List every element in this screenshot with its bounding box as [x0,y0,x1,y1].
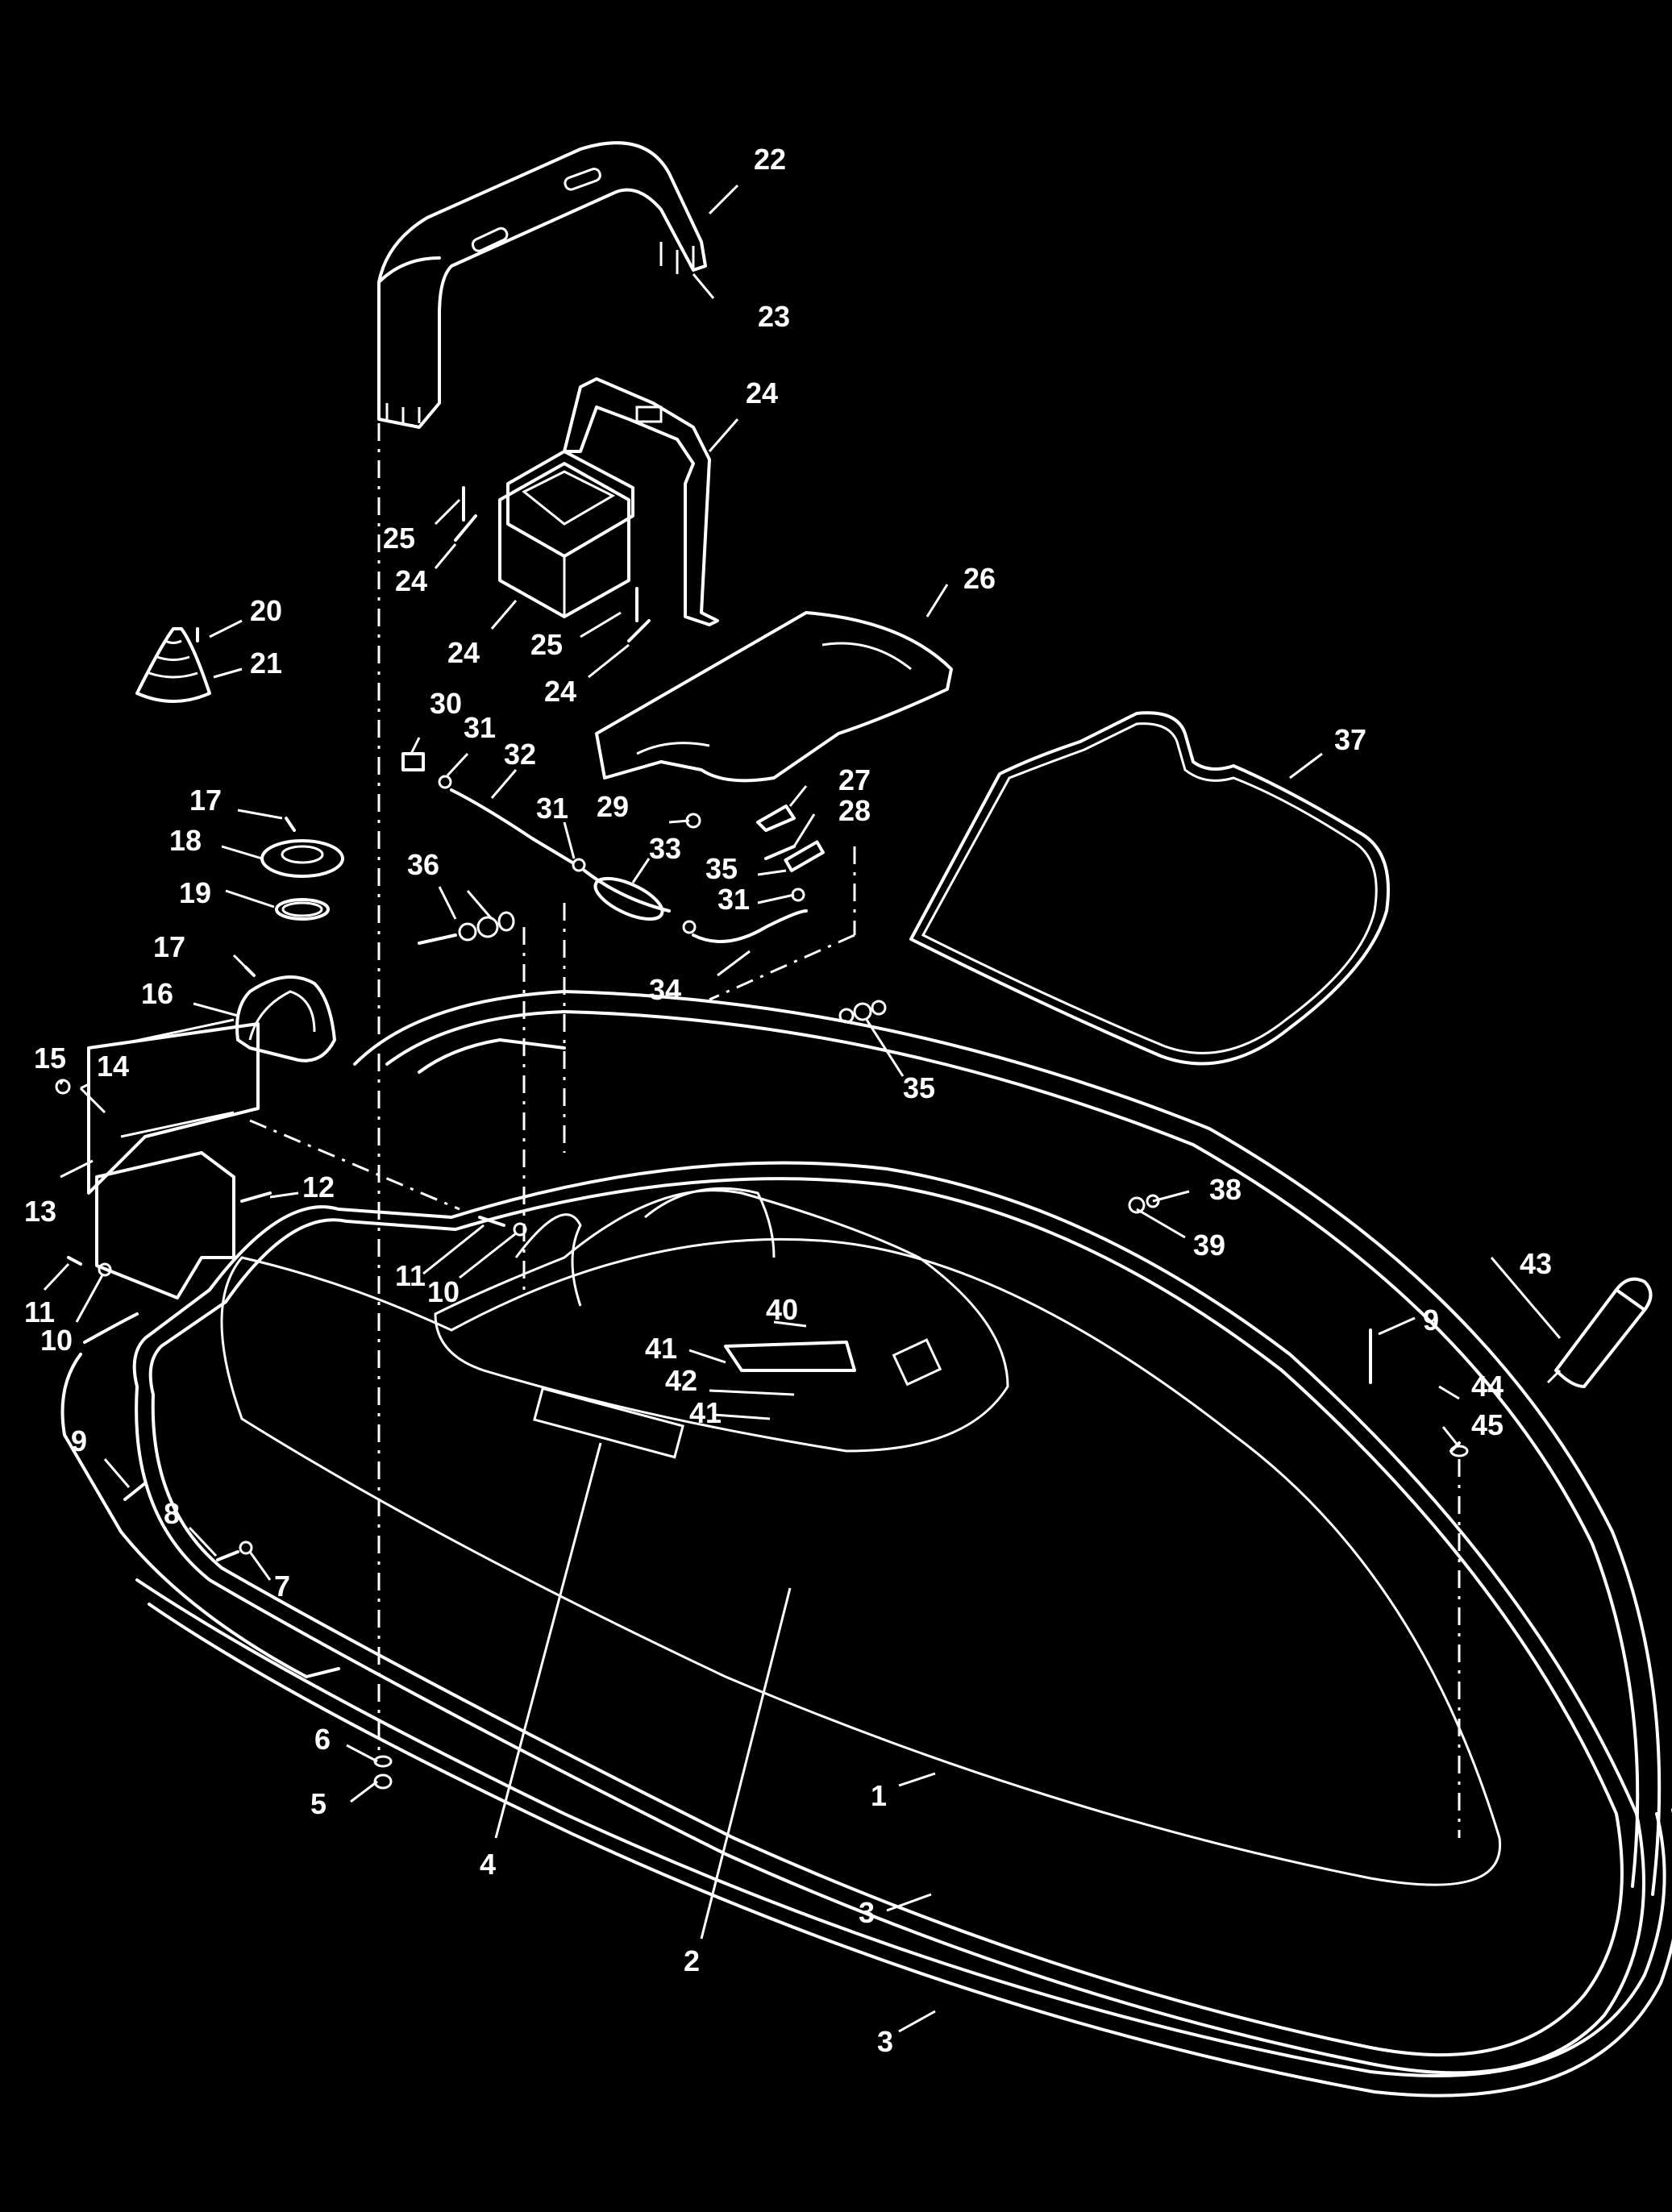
steering-boot-part [135,627,211,703]
sealant-tube-part [1546,1277,1653,1388]
callout-1: 1 [871,1779,887,1812]
callout-32: 32 [504,738,536,771]
hull-body-part [60,990,1672,2098]
callout-17: 17 [153,930,185,963]
callout-5: 5 [310,1787,326,1820]
assembly-dashed-lines [249,423,1461,1838]
callout-33: 33 [649,832,681,865]
callout-16: 16 [141,977,173,1010]
callout-10: 10 [427,1275,460,1308]
callout-41: 41 [645,1332,677,1365]
callout-18: 18 [169,824,202,857]
callout-11: 11 [24,1295,55,1328]
callout-42: 42 [665,1364,697,1397]
filler-neck-part [235,975,336,1062]
callout-25: 25 [530,628,563,661]
callout-6: 6 [314,1723,331,1756]
callout-40: 40 [766,1293,798,1326]
seat-latch-part [685,805,796,860]
callout-44: 44 [1471,1370,1504,1403]
callout-29: 29 [597,790,629,823]
mounting-plate-part [87,1018,260,1299]
callout-23: 23 [758,300,790,333]
callout-35: 35 [705,852,738,885]
callout-26: 26 [963,562,996,595]
callout-3: 3 [859,1896,875,1929]
callout-41: 41 [689,1396,722,1429]
callout-39: 39 [1193,1229,1225,1262]
small-hardware-part [55,1000,1469,1790]
callout-37: 37 [1334,723,1366,756]
clamp-bolt-set-part [418,911,515,945]
callout-9: 9 [71,1424,87,1457]
callout-2: 2 [684,1944,700,1977]
callout-24: 24 [395,564,427,597]
callout-30: 30 [430,687,462,720]
callout-13: 13 [24,1195,56,1228]
callout-31: 31 [717,883,750,916]
handle-bar-part [377,141,707,429]
callout-17: 17 [189,784,222,817]
callout-8: 8 [164,1497,180,1530]
callout-12: 12 [302,1170,335,1204]
callout-9: 9 [1423,1304,1439,1337]
callout-20: 20 [250,594,282,627]
fuel-line-assembly-part [401,752,825,943]
callout-15: 15 [34,1042,66,1075]
callout-24: 24 [447,636,480,669]
callout-31: 31 [464,711,496,744]
callout-22: 22 [754,143,786,176]
callout-36: 36 [407,848,439,881]
callout-3: 3 [877,2025,893,2058]
callout-7: 7 [274,1570,290,1603]
callout-27: 27 [838,763,871,796]
callout-25: 25 [383,522,415,555]
callout-38: 38 [1209,1173,1242,1206]
battery-box-part [498,450,634,618]
callout-leader-lines [43,184,1562,2033]
callout-31: 31 [536,792,568,825]
strap-fasteners-part [454,486,651,642]
seat-part [595,611,953,783]
battery-strap-part [563,377,719,626]
floor-mat-part [909,711,1390,1066]
fill-cap-part [244,817,344,977]
callout-34: 34 [649,973,681,1006]
callout-43: 43 [1520,1247,1552,1280]
callout-24: 24 [544,675,576,708]
callout-45: 45 [1471,1408,1504,1441]
callout-24: 24 [746,376,778,410]
callout-14: 14 [97,1050,129,1083]
callout-35: 35 [903,1071,935,1104]
callout-4: 4 [480,1848,496,1881]
callout-28: 28 [838,794,871,827]
callout-11: 11 [395,1259,426,1292]
callout-19: 19 [179,876,211,909]
callout-10: 10 [40,1324,73,1357]
callout-21: 21 [250,647,282,680]
callout-labels: 22 23 24 25 24 24 25 24 26 20 21 30 31 3… [24,143,1552,2058]
